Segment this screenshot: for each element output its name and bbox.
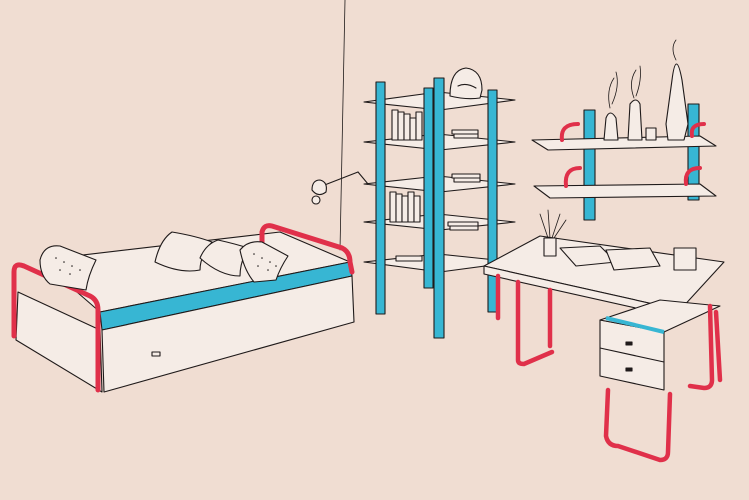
pillow-patterned-right (239, 241, 289, 283)
pillow-dots (55, 253, 277, 275)
wall-bracket-left (583, 109, 596, 221)
pillow-patterned-left (39, 245, 97, 291)
vase-tall-right (665, 63, 689, 141)
wall-lamp (311, 171, 369, 205)
bed-base-end (15, 291, 103, 393)
vase-middle (627, 99, 643, 141)
pen-cup (543, 237, 557, 257)
bookshelf (363, 67, 516, 339)
wall-shelves (531, 39, 717, 221)
wall-bracket-right (687, 103, 700, 201)
shelf-upright-back-left (375, 81, 386, 315)
pens (539, 209, 567, 239)
shelf-upright-front-right (487, 89, 498, 313)
vase-left (603, 112, 619, 141)
lamp-shade (311, 179, 327, 196)
bed-base-front (101, 275, 355, 393)
notebook (605, 247, 661, 271)
wall-shelf-bottom (533, 183, 717, 199)
helmet (449, 67, 483, 100)
shelf-upright-back-right (423, 87, 434, 289)
books-top (391, 109, 423, 141)
book-stacks (395, 129, 481, 262)
desk (483, 209, 725, 463)
desk-clock (673, 247, 697, 271)
wall-corner-line (339, 0, 346, 251)
bed-drawer-handle (151, 351, 161, 357)
bed-frame-right (259, 223, 355, 275)
desk-blue-edge (605, 316, 665, 334)
shelf-upright-front-left (433, 77, 445, 339)
bed (11, 223, 355, 393)
books-middle (389, 191, 421, 223)
pillow-plain (154, 231, 213, 272)
small-box-shelf (645, 127, 657, 141)
